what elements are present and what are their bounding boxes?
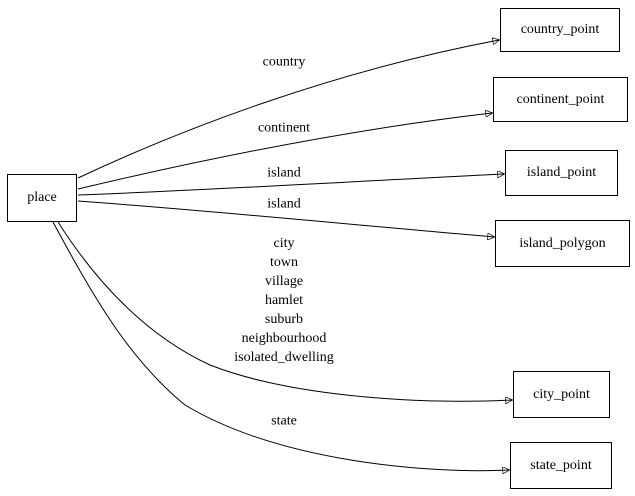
- edge-place-country-point: [77, 40, 499, 179]
- edge-label-country: country: [262, 54, 306, 70]
- edge-label-island-point: island: [267, 165, 301, 181]
- node-island-point: island_point: [505, 150, 618, 196]
- node-city-point: city_point: [513, 371, 610, 418]
- edge-label-line: isolated_dwelling: [234, 350, 334, 365]
- node-continent-point: continent_point: [493, 77, 628, 122]
- node-island-polygon: island_polygon: [495, 220, 630, 267]
- edge-label-city-point: city town village hamlet suburb neighbou…: [234, 234, 334, 367]
- edge-label-line: village: [264, 274, 304, 289]
- edge-place-island-polygon: [77, 200, 494, 237]
- edge-label-line: city: [273, 236, 295, 251]
- edge-label-line: hamlet: [264, 293, 304, 308]
- node-country-point: country_point: [500, 8, 620, 52]
- edge-label-island-polygon: island: [267, 196, 301, 212]
- edge-label-line: suburb: [264, 312, 304, 327]
- node-place: place: [7, 174, 77, 222]
- edge-label-line: town: [269, 255, 298, 270]
- edge-place-city-point: [57, 221, 512, 401]
- edge-place-state-point: [52, 221, 509, 471]
- edge-label-line: neighbourhood: [241, 331, 327, 346]
- edge-place-continent-point: [77, 113, 492, 190]
- node-state-point: state_point: [510, 442, 612, 489]
- edge-place-island-point: [77, 174, 504, 196]
- edge-label-continent: continent: [257, 120, 311, 136]
- edge-label-state: state: [271, 413, 297, 429]
